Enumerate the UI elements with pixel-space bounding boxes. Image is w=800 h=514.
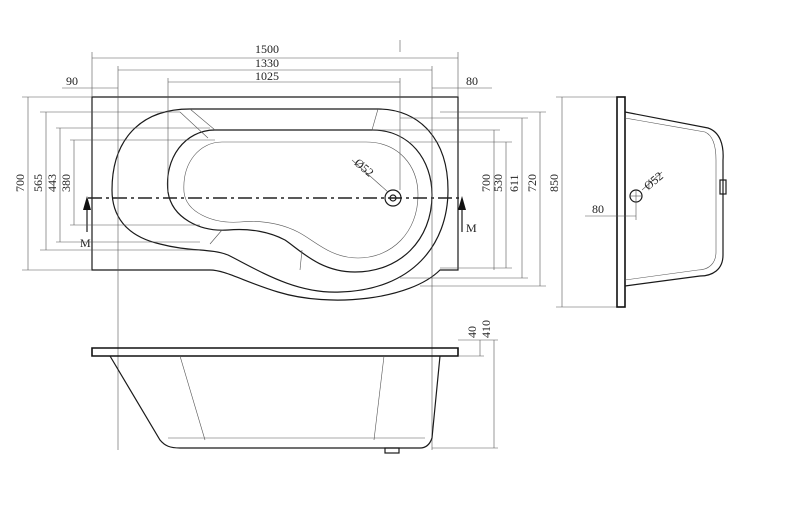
section-mark-left: M [80,236,91,250]
side-view: 850 Ø52 80 [547,96,727,308]
dim-80: 80 [466,74,478,88]
section-mark-right: M [466,221,477,235]
front-panel-line-1 [179,355,206,441]
left-dimensions: 700 565 443 380 [13,96,215,271]
basin-floor [183,141,419,259]
dim-530: 530 [491,174,505,192]
dim-right-700: 700 [479,174,493,192]
top-dimensions: 1500 1330 1025 90 80 [62,40,492,450]
bevel-3 [179,111,209,139]
dim-410: 410 [479,320,493,338]
side-view-overflow [719,179,727,195]
drain-label: Ø52 [352,156,377,180]
front-waste [384,447,400,454]
dim-1025: 1025 [255,69,279,83]
section-arrow-left [83,196,91,210]
outer-basin-rim [111,108,449,293]
dim-720: 720 [525,174,539,192]
dim-90: 90 [66,74,78,88]
front-view: 40 410 [91,320,498,454]
front-view-rim [91,347,459,357]
dim-1330: 1330 [255,56,279,70]
dim-40: 40 [465,326,479,338]
bevel-4 [209,229,223,245]
top-view: Ø52 M M [80,96,477,301]
dim-850: 850 [547,174,561,192]
dim-565: 565 [31,174,45,192]
front-panel-line-2 [373,355,385,441]
bevel-1 [189,108,216,131]
bevel-2 [371,108,379,131]
front-view-body [109,355,441,449]
right-dimensions: 700 530 611 720 [372,111,546,287]
dim-380: 380 [59,174,73,192]
dim-443: 443 [45,174,59,192]
side-view-body [624,111,724,287]
dim-left-700: 700 [13,174,27,192]
drain-leader [351,159,389,193]
dim-side-80: 80 [592,202,604,216]
bevel-5 [299,249,303,271]
side-view-rim [616,96,626,308]
drain-circle [384,189,402,207]
dim-1500: 1500 [255,42,279,56]
drain-center [389,194,397,202]
side-drain-label: Ø52 [641,169,666,193]
inner-basin [166,129,433,273]
section-arrow-right [458,196,466,210]
dim-611: 611 [507,174,521,192]
